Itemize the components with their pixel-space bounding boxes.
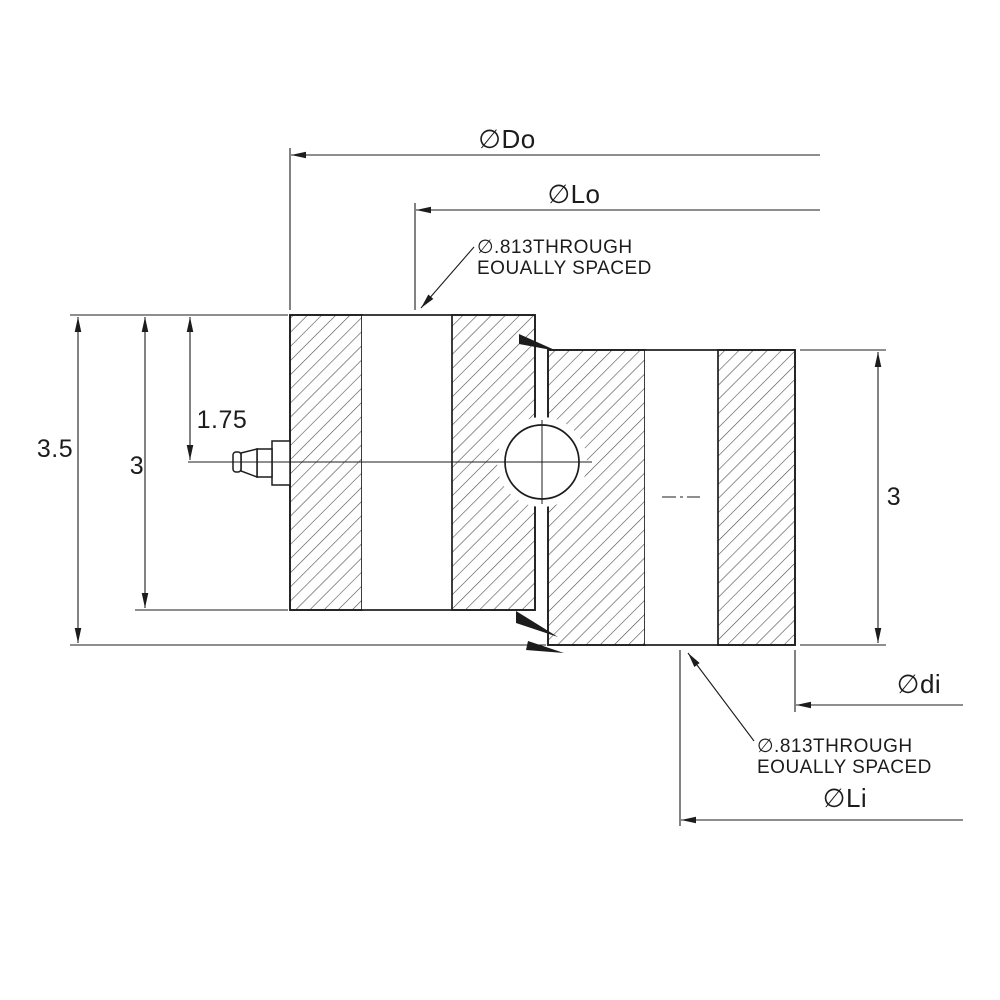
label-outer-diameter: ∅Do — [478, 124, 535, 154]
note-leader-inner-bolt-holes — [687, 652, 755, 742]
dim-inner-ring-height — [800, 349, 886, 646]
note-inner-bolt-holes-line2: EOUALLY SPACED — [757, 757, 932, 778]
dim-outer-ring-height — [135, 317, 288, 611]
note-outer-bolt-holes-line2: EOUALLY SPACED — [477, 258, 652, 279]
dim-outer-diameter — [289, 148, 820, 310]
seals — [516, 334, 564, 653]
leader-line — [687, 652, 755, 742]
label-center-height: 1.75 — [197, 406, 248, 434]
bottom-seal-lower-wedge — [526, 641, 564, 653]
dim-overall-height — [70, 314, 546, 646]
label-outer-ring-height: 3 — [130, 452, 144, 480]
bottom-seal-upper-wedge — [516, 611, 558, 637]
label-inner-ring-height: 3 — [887, 483, 901, 511]
grease-fitting-taper — [240, 448, 258, 479]
label-outer-bolt-circle: ∅Lo — [547, 179, 600, 209]
grease-fitting-flange — [271, 440, 291, 486]
note-outer-bolt-holes-line1: ∅.813THROUGH — [477, 237, 633, 258]
label-inner-bolt-circle: ∅Li — [823, 783, 867, 813]
grease-fitting-body — [256, 448, 273, 478]
inner-ring-hatch-right — [717, 349, 796, 646]
label-overall-height: 3.5 — [37, 435, 73, 463]
label-inner-diameter: ∅di — [897, 669, 941, 699]
grease-fitting — [232, 440, 291, 486]
centerlines — [188, 420, 700, 504]
leader-line — [420, 246, 475, 309]
note-leader-outer-bolt-holes — [420, 246, 475, 309]
dim-outer-bolt-circle — [414, 203, 820, 310]
top-seal-wedge — [519, 334, 557, 351]
dim-inner-diameter — [794, 650, 963, 712]
dim-inner-bolt-circle — [679, 650, 963, 826]
note-inner-bolt-holes-line1: ∅.813THROUGH — [757, 736, 913, 757]
